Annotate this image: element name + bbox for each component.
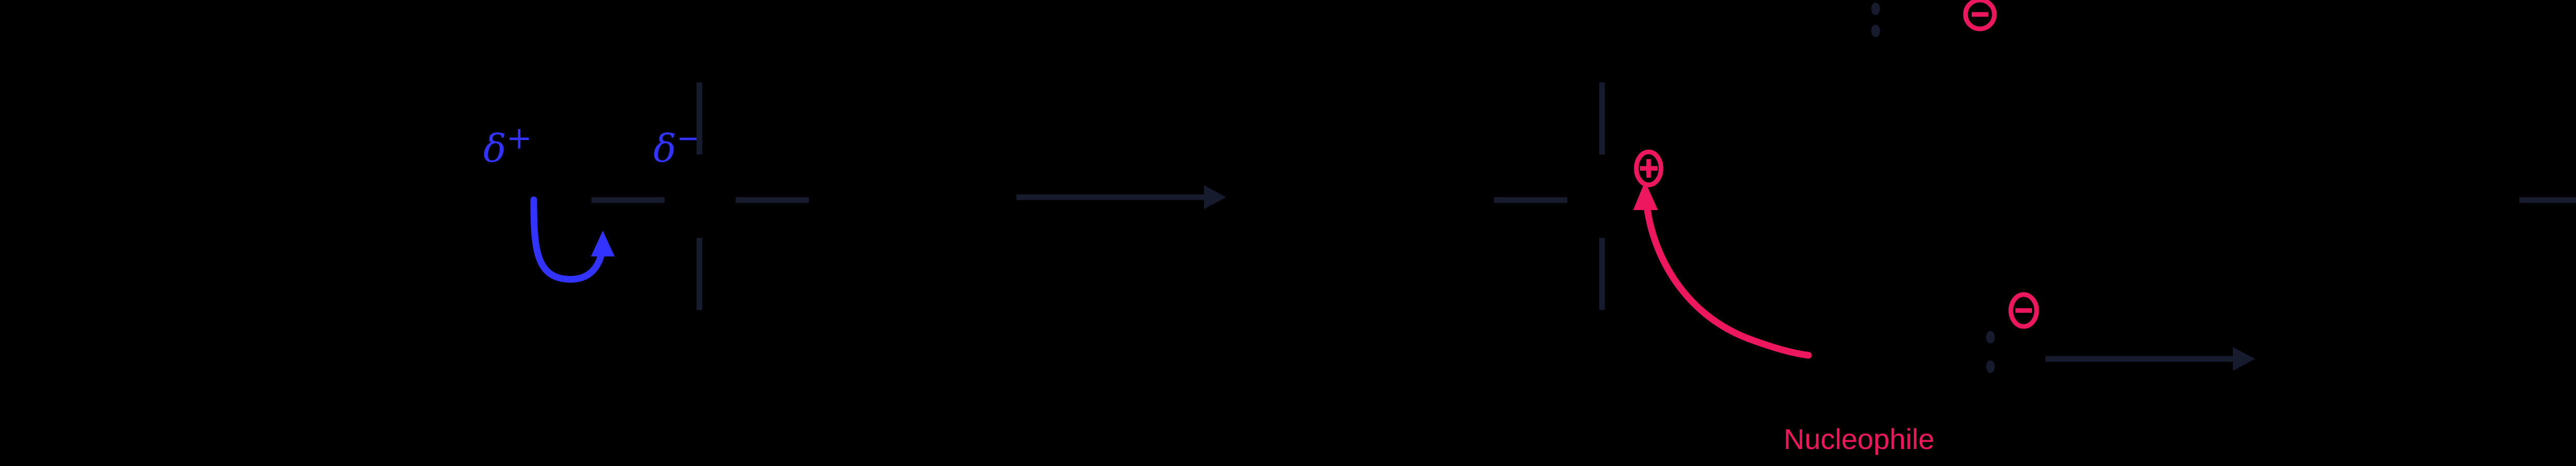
bond-vertical-up-step2 (1599, 82, 1605, 154)
lone-pair-dot-nuc-1 (1986, 331, 1995, 343)
nucleophile-label: Nucleophile (1784, 423, 1935, 455)
bond-right-step1 (736, 197, 809, 203)
reaction-arrow-1 (1016, 185, 1226, 209)
reaction-arrow-2 (2045, 347, 2255, 371)
bond-left-step3 (2519, 197, 2576, 203)
lone-pair-dot-top-1 (1871, 3, 1880, 15)
bond-vertical-up-step1 (697, 82, 702, 154)
delta-minus-label: δ− (653, 120, 702, 171)
lone-pair-dot-nuc-2 (1986, 360, 1995, 373)
heterolysis-curved-arrow (530, 196, 615, 283)
plus-charge-icon (1634, 149, 1664, 187)
delta-plus-label: δ+ (483, 120, 532, 171)
bond-vertical-down-step2 (1599, 238, 1605, 310)
bond-vertical-down-step1 (697, 238, 702, 310)
minus-charge-icon-top (1963, 0, 1997, 31)
bond-left-step1 (591, 197, 665, 203)
lone-pair-dot-top-2 (1871, 25, 1880, 37)
minus-charge-icon-nucleophile (2008, 292, 2039, 329)
bond-left-step2 (1494, 197, 1567, 203)
nucleophile-attack-curved-arrow (1633, 181, 1812, 359)
